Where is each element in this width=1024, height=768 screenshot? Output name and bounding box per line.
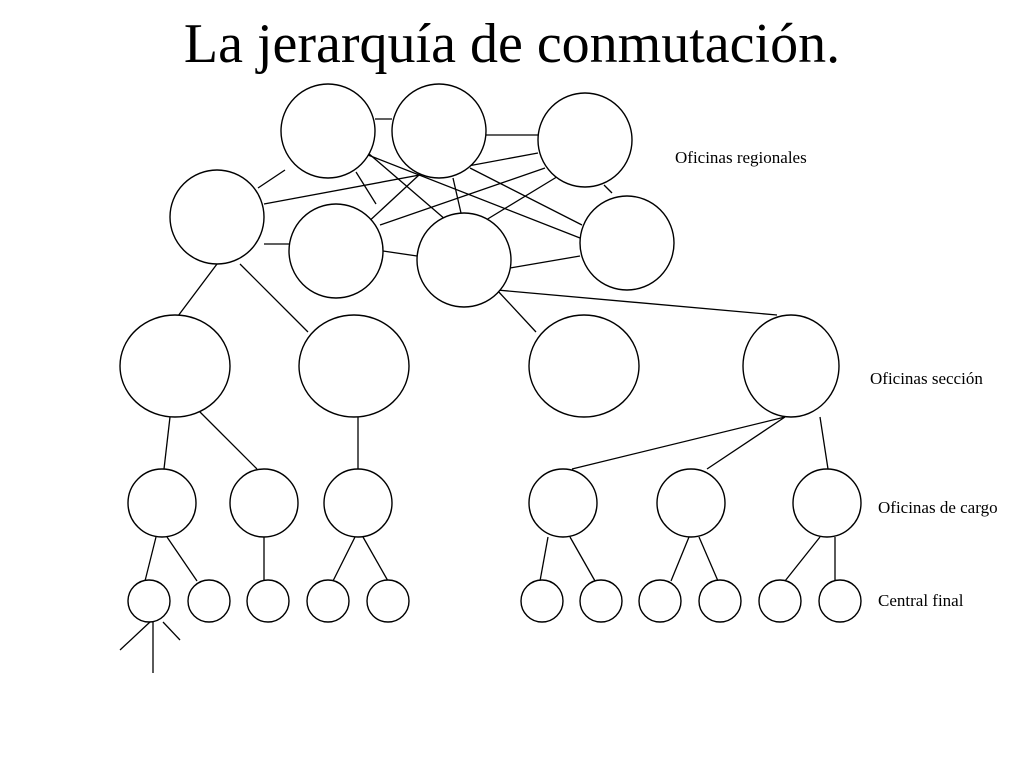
end-office-node [520,579,564,623]
end-office-node [698,579,742,623]
label-oficinas-de-cargo: Oficinas de cargo [878,498,998,517]
connection-line [603,184,613,194]
regional-office-node [169,169,265,265]
toll-office-node [528,468,598,538]
end-office-node [306,579,350,623]
connection-line [166,536,198,582]
connection-line [452,177,462,214]
connection-line [332,536,356,582]
end-office-node [187,579,231,623]
regional-office-node [416,212,512,308]
section-office-node [528,314,640,418]
connection-line [469,167,583,226]
toll-office-node [229,468,299,538]
connection-line [119,621,151,651]
connection-lines [119,118,836,673]
label-oficinas-regionales: Oficinas regionales [675,148,807,167]
connection-line [509,255,581,269]
connection-line [362,536,389,582]
connection-line [569,536,596,582]
label-central-final: Central final [878,591,964,610]
connection-line [485,174,561,221]
slide-title: La jerarquía de conmutación. [183,13,841,75]
connection-line [144,536,157,582]
section-office-node [742,314,840,418]
end-office-node [246,579,290,623]
regional-office-node [280,83,376,179]
end-office-node [638,579,682,623]
section-office-node [298,314,410,418]
regional-office-node [537,92,633,188]
toll-office-node [323,468,393,538]
end-office-node [758,579,802,623]
connection-line [239,263,309,333]
toll-office-node [656,468,726,538]
regional-office-node [579,195,675,291]
connection-line [784,536,821,582]
regional-office-node [288,203,384,299]
connection-line [367,154,581,239]
connection-line [177,263,218,317]
connection-line [539,536,549,582]
end-office-node [818,579,862,623]
connection-line [382,250,418,257]
connection-line [670,536,690,582]
section-office-node [119,314,231,418]
connection-line [257,169,286,189]
end-office-node [127,579,171,623]
end-office-node [366,579,410,623]
connection-line [163,416,171,470]
connection-line [364,174,420,226]
regional-office-node [391,83,487,179]
connection-line [162,621,181,641]
connection-line [496,289,778,316]
office-nodes [119,83,862,623]
connection-line [706,416,786,470]
connection-line [355,171,377,205]
toll-office-node [792,468,862,538]
connection-line [819,416,829,470]
connection-line [698,536,719,582]
toll-office-node [127,468,197,538]
connection-line [379,167,546,226]
connection-line [196,408,258,470]
connection-line [571,416,786,470]
end-office-node [579,579,623,623]
label-oficinas-seccion: Oficinas sección [870,369,983,388]
connection-line [263,152,539,205]
connection-line [496,289,537,333]
